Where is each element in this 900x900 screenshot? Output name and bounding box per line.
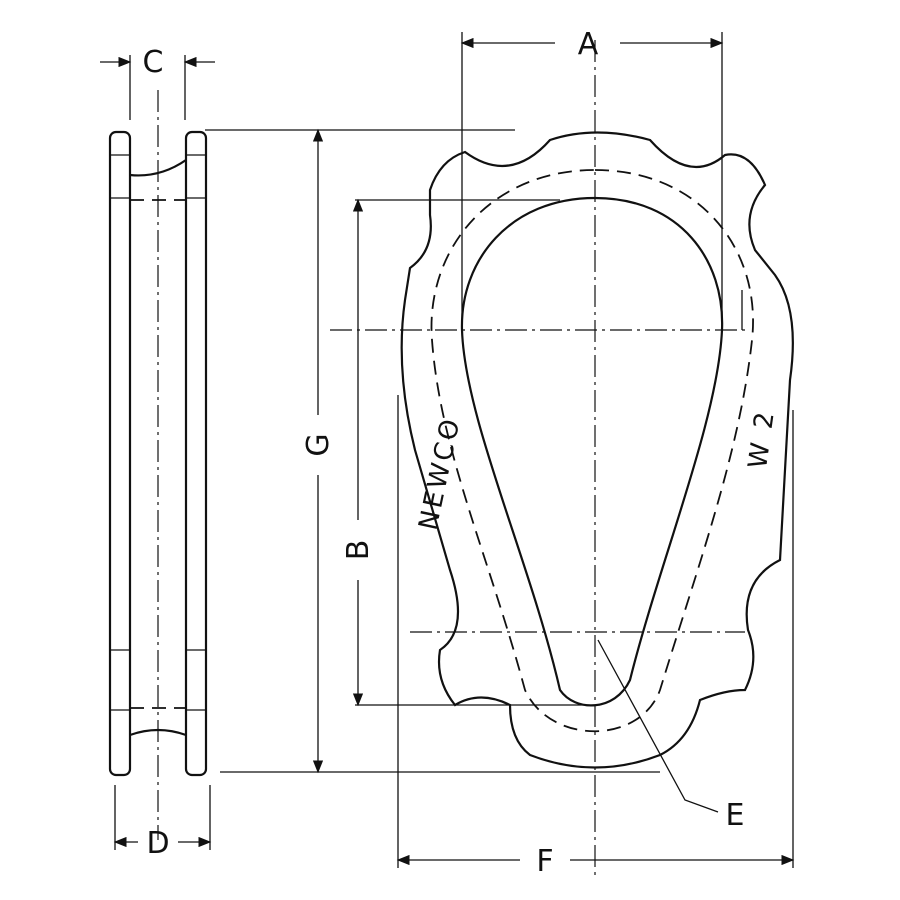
dimension-d-label: D bbox=[146, 826, 169, 861]
side-view bbox=[108, 90, 208, 840]
dimension-c-label: C bbox=[143, 45, 164, 80]
dimension-e-label: E bbox=[726, 798, 745, 833]
dimension-f-label: F bbox=[536, 844, 553, 879]
dimension-b-label: B bbox=[341, 540, 376, 561]
casting-mark-w2: W 2 bbox=[743, 407, 781, 470]
front-view bbox=[330, 40, 794, 880]
dimension-a-label: A bbox=[578, 27, 599, 62]
dimension-g-label: G bbox=[301, 433, 336, 456]
dimensions: A C D G B F E bbox=[100, 27, 795, 879]
